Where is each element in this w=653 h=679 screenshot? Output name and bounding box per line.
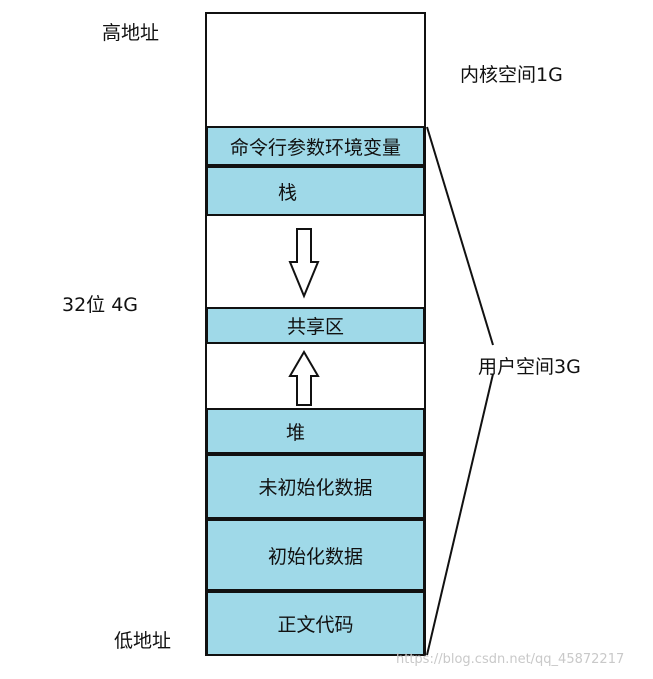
- kernel-space-label: 内核空间1G: [460, 64, 563, 86]
- segment-shared: 共享区: [206, 307, 425, 344]
- segment-cmdline-env: 命令行参数环境变量: [206, 126, 425, 166]
- segment-text: 正文代码: [206, 591, 425, 656]
- heap-growth-up-arrow: [288, 350, 320, 406]
- low-address-label: 低地址: [114, 630, 172, 652]
- segment-heap: 堆: [206, 408, 425, 454]
- stack-growth-down-arrow: [288, 228, 320, 299]
- watermark: https://blog.csdn.net/qq_45872217: [396, 652, 625, 667]
- segment-bss: 未初始化数据: [206, 454, 425, 519]
- high-address-label: 高地址: [102, 22, 160, 44]
- user-space-brace-bottom: [426, 373, 494, 656]
- segment-stack: 栈: [206, 166, 425, 216]
- segment-data: 初始化数据: [206, 519, 425, 591]
- user-space-brace-top: [426, 126, 494, 346]
- user-space-label: 用户空间3G: [478, 356, 581, 378]
- bits-label: 32位 4G: [62, 294, 139, 316]
